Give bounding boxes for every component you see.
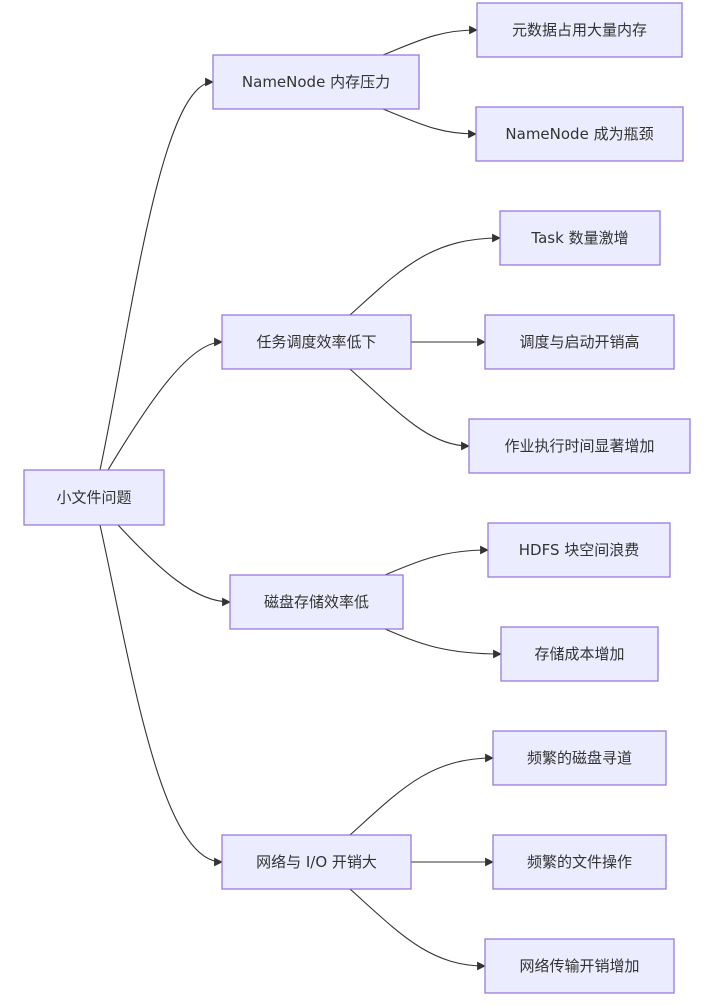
nodes-layer: 小文件问题 NameNode 内存压力 元数据占用大量内存 NameNode 成… xyxy=(23,2,691,994)
node-branch-namenode-memory[interactable]: NameNode 内存压力 xyxy=(212,54,420,110)
edge-root-b4 xyxy=(99,524,223,867)
node-branch-scheduling[interactable]: 任务调度效率低下 xyxy=(221,314,412,370)
edge-b3-b3c1 xyxy=(384,545,489,576)
node-leaf-disk-seek[interactable]: 频繁的磁盘寻道 xyxy=(492,730,667,786)
node-leaf-task-surge[interactable]: Task 数量激增 xyxy=(499,210,661,266)
node-leaf-metadata-memory[interactable]: 元数据占用大量内存 xyxy=(476,2,683,58)
edge-b2-b2c3 xyxy=(349,368,470,451)
edge-root-b1 xyxy=(99,77,214,471)
edge-root-b2 xyxy=(107,337,223,471)
node-branch-label: 磁盘存储效率低 xyxy=(264,593,369,611)
node-leaf-label: 元数据占用大量内存 xyxy=(512,21,647,39)
node-leaf-file-ops[interactable]: 频繁的文件操作 xyxy=(492,834,667,890)
node-leaf-scheduling-overhead[interactable]: 调度与启动开销高 xyxy=(484,314,675,370)
edge-b2-b2c1 xyxy=(349,233,501,316)
node-leaf-exec-time[interactable]: 作业执行时间显著增加 xyxy=(468,418,691,474)
node-branch-disk-efficiency[interactable]: 磁盘存储效率低 xyxy=(229,574,404,630)
node-leaf-label: NameNode 成为瓶颈 xyxy=(505,125,653,143)
node-leaf-label: 调度与启动开销高 xyxy=(519,333,639,351)
edge-b3-b3c2 xyxy=(384,628,502,659)
node-branch-label: NameNode 内存压力 xyxy=(242,73,390,91)
node-branch-label: 网络与 I/O 开销大 xyxy=(256,853,377,871)
edge-root-b3 xyxy=(117,524,231,607)
node-leaf-label: 频繁的文件操作 xyxy=(527,853,632,871)
edge-b4-b4c3 xyxy=(349,888,486,971)
node-root-label: 小文件问题 xyxy=(56,489,131,507)
node-branch-label: 任务调度效率低下 xyxy=(256,333,376,351)
node-leaf-label: 网络传输开销增加 xyxy=(519,957,639,975)
node-leaf-label: 频繁的磁盘寻道 xyxy=(527,749,632,767)
node-leaf-label: HDFS 块空间浪费 xyxy=(519,541,639,559)
node-root[interactable]: 小文件问题 xyxy=(23,469,165,526)
node-leaf-hdfs-waste[interactable]: HDFS 块空间浪费 xyxy=(487,522,671,578)
node-leaf-network-overhead[interactable]: 网络传输开销增加 xyxy=(484,938,675,994)
edge-b4-b4c1 xyxy=(349,753,494,836)
node-leaf-storage-cost[interactable]: 存储成本增加 xyxy=(500,626,659,682)
node-leaf-label: Task 数量激增 xyxy=(530,229,628,247)
node-leaf-label: 存储成本增加 xyxy=(534,645,624,663)
edge-b1-b1c2 xyxy=(382,108,477,139)
node-branch-network-io[interactable]: 网络与 I/O 开销大 xyxy=(221,834,412,890)
node-leaf-namenode-bottleneck[interactable]: NameNode 成为瓶颈 xyxy=(475,106,684,162)
node-leaf-label: 作业执行时间显著增加 xyxy=(504,437,654,455)
edge-b1-b1c1 xyxy=(382,25,478,56)
edges-layer xyxy=(99,25,502,971)
